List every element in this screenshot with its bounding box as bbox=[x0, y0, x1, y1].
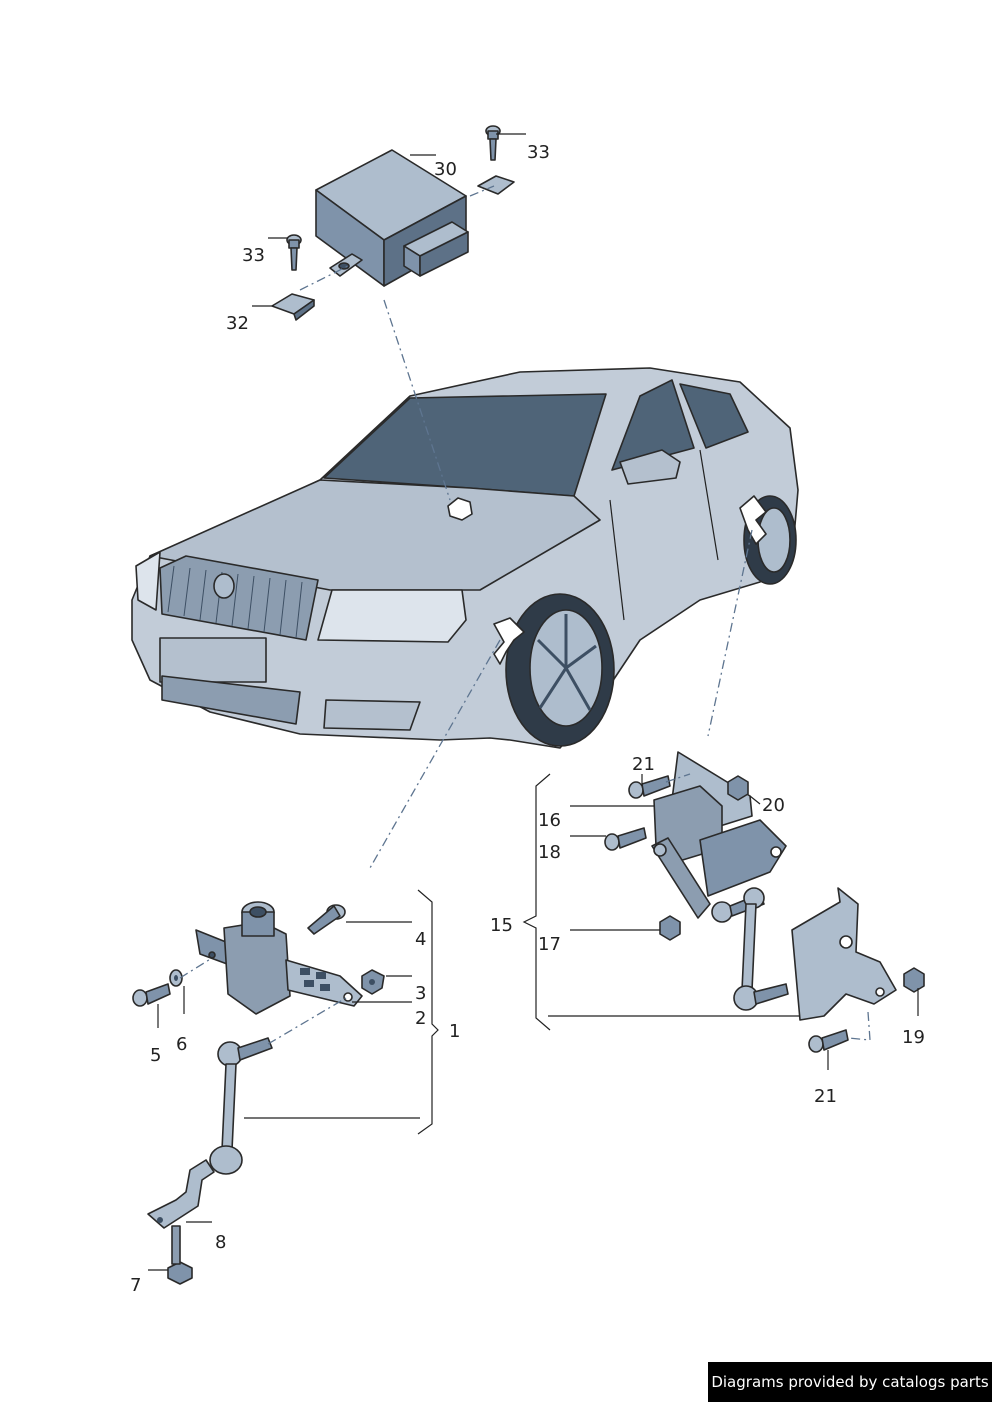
callout-2: 2 bbox=[415, 1008, 426, 1029]
callout-20: 20 bbox=[762, 795, 785, 816]
attribution-badge: Diagrams provided by catalogs parts bbox=[708, 1362, 992, 1402]
nut-part-3[interactable] bbox=[361, 969, 385, 995]
leader-lines bbox=[148, 133, 919, 1271]
screw-part-33-right[interactable] bbox=[477, 125, 515, 195]
callout-16: 16 bbox=[538, 810, 561, 831]
callout-21-bottom: 21 bbox=[814, 1086, 837, 1107]
callout-32: 32 bbox=[226, 313, 249, 334]
coupling-rod-part[interactable] bbox=[209, 1037, 273, 1175]
washer-part-6[interactable] bbox=[169, 969, 183, 987]
screw-part-33-left[interactable] bbox=[286, 234, 302, 271]
rear-bracket-part[interactable] bbox=[791, 887, 897, 1021]
bolt-part-5[interactable] bbox=[132, 983, 171, 1007]
bolt-part-4[interactable] bbox=[307, 904, 346, 935]
callout-33-left: 33 bbox=[242, 245, 265, 266]
rear-coupling-rod-part[interactable] bbox=[711, 887, 789, 1011]
bracket-part-8[interactable] bbox=[147, 1159, 215, 1229]
callout-21-top: 21 bbox=[632, 754, 655, 775]
callout-15: 15 bbox=[490, 915, 513, 936]
callout-8: 8 bbox=[215, 1232, 226, 1253]
nut-part-17[interactable] bbox=[659, 915, 681, 941]
callout-labels: 30 33 33 32 4 3 2 1 5 6 8 7 21 20 16 18 … bbox=[130, 142, 925, 1296]
nut-part-7[interactable] bbox=[167, 1225, 193, 1285]
rear-level-sensor-part-16[interactable] bbox=[651, 751, 787, 919]
connection-lines bbox=[179, 185, 871, 1045]
callout-6: 6 bbox=[176, 1034, 187, 1055]
callout-1: 1 bbox=[449, 1021, 460, 1042]
nut-part-19[interactable] bbox=[903, 967, 925, 993]
callout-7: 7 bbox=[130, 1275, 141, 1296]
callout-3: 3 bbox=[415, 983, 426, 1004]
callout-30: 30 bbox=[434, 159, 457, 180]
callout-18: 18 bbox=[538, 842, 561, 863]
screw-part-18[interactable] bbox=[604, 827, 647, 851]
screw-part-21-bottom[interactable] bbox=[808, 1029, 849, 1053]
callout-5: 5 bbox=[150, 1045, 161, 1066]
nut-part-20[interactable] bbox=[727, 775, 749, 801]
front-level-sensor-part-2[interactable] bbox=[195, 901, 363, 1015]
callout-17: 17 bbox=[538, 934, 561, 955]
callout-4: 4 bbox=[415, 929, 426, 950]
callout-33-right: 33 bbox=[527, 142, 550, 163]
clip-part-32[interactable] bbox=[271, 293, 315, 321]
callout-19: 19 bbox=[902, 1027, 925, 1048]
screw-part-21-top[interactable] bbox=[628, 775, 671, 799]
car-illustration bbox=[131, 367, 799, 749]
